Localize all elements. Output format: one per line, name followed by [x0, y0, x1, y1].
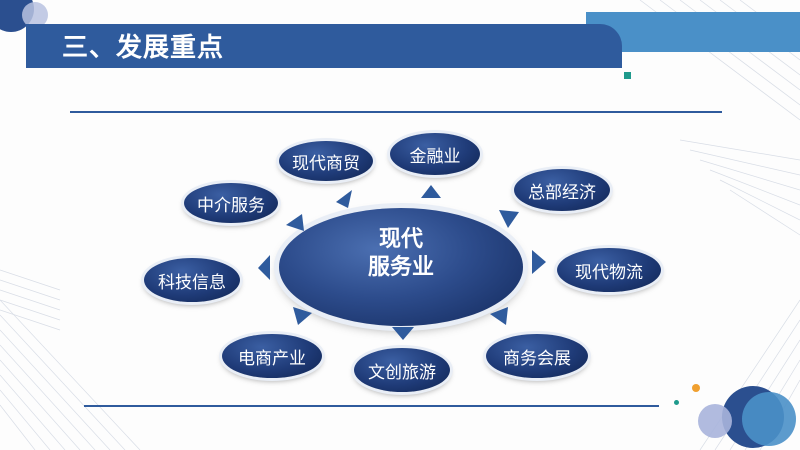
node-ecommerce: 电商产业 — [222, 334, 322, 378]
node-agency: 中介服务 — [184, 183, 278, 223]
decor-circle — [22, 2, 48, 28]
decor-circle — [742, 392, 796, 446]
arrow-icon — [258, 255, 270, 280]
bottom-rule — [84, 405, 659, 407]
node-trade: 现代商贸 — [279, 141, 373, 181]
page-title: 三、发展重点 — [62, 33, 225, 63]
top-rule — [70, 111, 722, 113]
arrow-icon — [293, 307, 312, 325]
node-finance: 金融业 — [390, 133, 480, 175]
arrow-icon — [490, 307, 508, 325]
arrow-icon — [532, 250, 546, 274]
node-logistics: 现代物流 — [557, 248, 661, 292]
node-tech: 科技信息 — [144, 258, 240, 302]
center-label: 现代 服务业 — [279, 226, 523, 282]
decor-circle — [698, 404, 732, 438]
node-hq: 总部经济 — [514, 169, 610, 211]
center-label-line2: 服务业 — [367, 255, 434, 280]
center-label-line1: 现代 — [378, 227, 423, 252]
title-banner — [26, 24, 622, 68]
node-tourism: 文创旅游 — [354, 348, 450, 392]
decor-circle — [692, 384, 700, 392]
node-exhibition: 商务会展 — [486, 334, 588, 378]
arrow-icon — [336, 190, 352, 208]
center-ellipse — [279, 208, 523, 326]
arrow-icon — [392, 327, 414, 340]
decor-circle — [674, 400, 679, 405]
accent-square — [624, 72, 631, 79]
arrow-icon — [421, 185, 441, 198]
